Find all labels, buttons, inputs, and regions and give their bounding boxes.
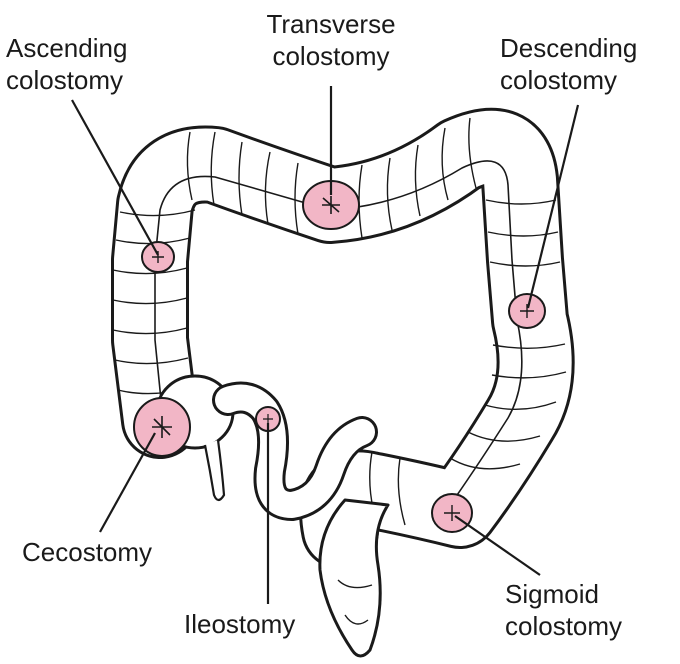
taenia-band bbox=[154, 160, 523, 499]
ascending-colostomy-label: Ascending colostomy bbox=[6, 33, 128, 95]
ileostomy-label: Ileostomy bbox=[184, 609, 296, 639]
ascending-leader bbox=[71, 99, 159, 256]
ileum bbox=[212, 381, 378, 521]
cecostomy-stoma bbox=[133, 397, 191, 457]
rectum bbox=[318, 498, 390, 658]
cecostomy-leader bbox=[99, 432, 156, 533]
cecostomy-label: Cecostomy bbox=[22, 537, 153, 567]
transverse-colostomy-label: Transverse colostomy bbox=[266, 9, 396, 71]
sigmoid-leader bbox=[454, 515, 541, 576]
descending-leader bbox=[526, 104, 580, 309]
descending-stoma bbox=[508, 293, 546, 329]
stomas bbox=[133, 180, 546, 533]
ascending-stoma bbox=[141, 241, 175, 273]
descending-colostomy-label: Descending colostomy bbox=[500, 33, 638, 95]
haustra bbox=[112, 117, 567, 526]
sigmoid-colostomy-label: Sigmoid colostomy bbox=[505, 579, 623, 641]
sigmoid-stoma bbox=[431, 493, 473, 533]
colon-body bbox=[114, 110, 572, 566]
leader-lines bbox=[71, 86, 580, 604]
large-intestine bbox=[111, 107, 575, 569]
